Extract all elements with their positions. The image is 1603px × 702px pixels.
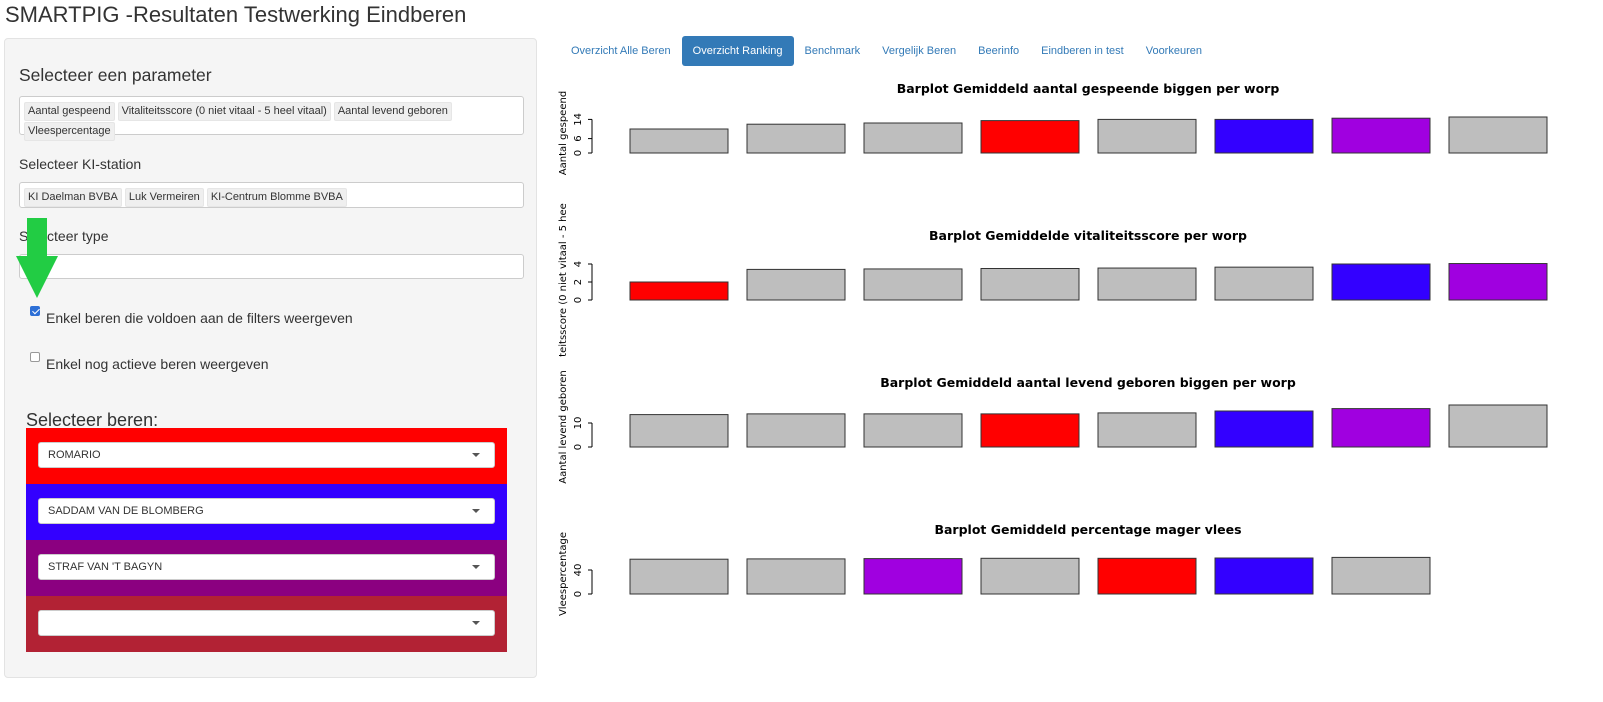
parameter-tag[interactable]: Vitaliteitsscore (0 niet vitaal - 5 heel… bbox=[117, 102, 331, 121]
y-tick-label: 10 bbox=[573, 417, 584, 430]
bar bbox=[1214, 410, 1314, 448]
y-tick-label: 2 bbox=[573, 279, 584, 285]
type-select[interactable] bbox=[19, 254, 524, 279]
plots-area: Barplot Gemiddeld aantal gespeende bigge… bbox=[555, 78, 1595, 678]
y-tick-label: 4 bbox=[573, 261, 584, 267]
beer-select-3[interactable]: STRAF VAN 'T BAGYN bbox=[38, 554, 495, 580]
beer-select-value: ROMARIO bbox=[48, 449, 101, 461]
y-tick-label: 6 bbox=[573, 135, 584, 141]
chevron-down-icon bbox=[472, 621, 480, 625]
chevron-down-icon bbox=[472, 565, 480, 569]
parameter-title: Selecteer een parameter bbox=[19, 65, 212, 85]
station-tag[interactable]: KI Daelman BVBA bbox=[24, 188, 122, 207]
parameter-tag[interactable]: Vleespercentage bbox=[24, 122, 115, 141]
y-tick-label: 0 bbox=[573, 297, 584, 303]
filters-checkbox-row[interactable]: Enkel beren die voldoen aan de filters w… bbox=[30, 304, 353, 326]
beer-select-value: STRAF VAN 'T BAGYN bbox=[48, 561, 163, 573]
active-checkbox-label: Enkel nog actieve beren weergeven bbox=[46, 356, 269, 372]
chart-title: Barplot Gemiddeld percentage mager vlees bbox=[934, 522, 1241, 537]
bar bbox=[746, 558, 846, 595]
bar bbox=[1097, 557, 1197, 595]
tab-vergelijk-beren[interactable]: Vergelijk Beren bbox=[882, 45, 957, 57]
beer-band-2: SADDAM VAN DE BLOMBERG bbox=[26, 484, 507, 540]
y-tick-label: 40 bbox=[573, 564, 584, 577]
bar bbox=[629, 414, 729, 448]
bar bbox=[980, 120, 1080, 154]
active-checkbox-row[interactable]: Enkel nog actieve beren weergeven bbox=[30, 350, 269, 372]
tab-overzicht-ranking[interactable]: Overzicht Ranking bbox=[681, 36, 794, 66]
bar bbox=[863, 122, 963, 154]
y-tick-label: 14 bbox=[573, 113, 584, 126]
tab-benchmark[interactable]: Benchmark bbox=[804, 45, 861, 57]
app-title: SMARTPIG -Resultaten Testwerking Eindber… bbox=[5, 2, 467, 27]
chart-title: Barplot Gemiddeld aantal gespeende bigge… bbox=[897, 81, 1280, 96]
y-axis-label: Aantal gespeend bbox=[558, 91, 569, 175]
chevron-down-icon bbox=[472, 453, 480, 457]
parameter-tag[interactable]: Aantal levend geboren bbox=[333, 102, 452, 121]
bar bbox=[746, 413, 846, 448]
station-label: Selecteer KI-station bbox=[19, 156, 142, 172]
chart-title: Barplot Gemiddelde vitaliteitsscore per … bbox=[929, 228, 1247, 243]
tab-eindberen-in-test[interactable]: Eindberen in test bbox=[1041, 45, 1124, 57]
bar bbox=[1331, 117, 1431, 154]
chevron-down-icon bbox=[472, 509, 480, 513]
bar bbox=[629, 281, 729, 301]
bar bbox=[980, 557, 1080, 595]
beer-select-2[interactable]: SADDAM VAN DE BLOMBERG bbox=[38, 498, 495, 524]
bar bbox=[863, 558, 963, 595]
y-axis-label: Aantal levend geboren bbox=[558, 370, 569, 484]
bar bbox=[746, 268, 846, 301]
beren-title: Selecteer beren: bbox=[26, 410, 159, 430]
bar bbox=[746, 123, 846, 154]
beer-band-3: STRAF VAN 'T BAGYN bbox=[26, 540, 507, 596]
bar bbox=[1214, 557, 1314, 595]
bar bbox=[1214, 266, 1314, 301]
bar bbox=[980, 268, 1080, 301]
beer-select-1[interactable]: ROMARIO bbox=[38, 442, 495, 468]
bar bbox=[1331, 263, 1431, 301]
active-checkbox[interactable] bbox=[30, 352, 40, 362]
barplots: Barplot Gemiddeld aantal gespeende bigge… bbox=[558, 81, 1548, 616]
bar bbox=[1097, 412, 1197, 448]
y-tick-label: 0 bbox=[573, 150, 584, 156]
filters-checkbox-label: Enkel beren die voldoen aan de filters w… bbox=[46, 310, 353, 326]
bar bbox=[1448, 116, 1548, 154]
bar bbox=[1331, 556, 1431, 595]
green-arrow-icon bbox=[16, 218, 58, 298]
tab-voorkeuren[interactable]: Voorkeuren bbox=[1145, 45, 1202, 57]
parameter-tag[interactable]: Aantal gespeend bbox=[24, 102, 115, 121]
bar bbox=[980, 413, 1080, 448]
tab-overzicht-alle-beren[interactable]: Overzicht Alle Beren bbox=[571, 45, 671, 57]
bar bbox=[1214, 118, 1314, 154]
bar bbox=[1097, 118, 1197, 154]
main-tabs: Overzicht Alle Beren Overzicht Ranking B… bbox=[560, 36, 1213, 68]
station-tag[interactable]: KI-Centrum Blomme BVBA bbox=[206, 188, 347, 207]
bar bbox=[863, 268, 963, 301]
beer-band-1: ROMARIO bbox=[26, 428, 507, 484]
y-tick-label: 0 bbox=[573, 444, 584, 450]
chart-title: Barplot Gemiddeld aantal levend geboren … bbox=[880, 375, 1296, 390]
bar bbox=[629, 558, 729, 595]
y-axis-label: Vleespercentage bbox=[558, 532, 569, 616]
y-axis-label: teitsscore (0 niet vitaal - 5 hee bbox=[558, 203, 569, 357]
beer-band-4 bbox=[26, 596, 507, 652]
beer-select-value: SADDAM VAN DE BLOMBERG bbox=[48, 505, 204, 517]
bar bbox=[629, 128, 729, 154]
beer-select-4[interactable] bbox=[38, 610, 495, 636]
bar bbox=[1448, 404, 1548, 448]
filters-checkbox[interactable] bbox=[30, 306, 40, 316]
tab-beerinfo[interactable]: Beerinfo bbox=[978, 45, 1020, 57]
bar bbox=[1331, 408, 1431, 448]
bar bbox=[863, 413, 963, 448]
bar bbox=[1448, 263, 1548, 301]
y-tick-label: 0 bbox=[573, 591, 584, 597]
bar bbox=[1097, 267, 1197, 301]
station-tag[interactable]: Luk Vermeiren bbox=[124, 188, 204, 207]
